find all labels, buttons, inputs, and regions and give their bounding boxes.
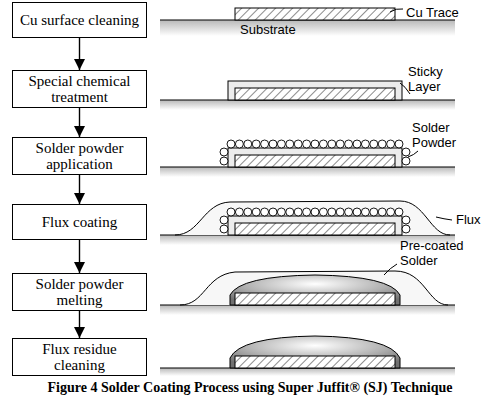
sticky-layer: [228, 81, 402, 100]
cu-trace: [235, 8, 395, 20]
row-melting: [160, 264, 455, 315]
solder-powder-particle: [328, 208, 336, 216]
process-box: Solder powder melting: [12, 273, 147, 311]
pre-coated-solder: [230, 275, 400, 305]
flow-arrow: [79, 311, 80, 338]
solder-powder-particle: [402, 225, 410, 233]
solder-powder-particle: [387, 208, 395, 216]
solder-powder-particle: [345, 140, 353, 148]
flux-coat: [180, 271, 448, 305]
solder-powder-particle: [402, 157, 410, 165]
solder-powder-particle: [286, 208, 294, 216]
solder-powder-particle: [261, 208, 269, 216]
solder-powder-particle: [235, 208, 243, 216]
figure-caption: Figure 4 Solder Coating Process using Su…: [10, 380, 490, 396]
solder-powder-particle: [244, 140, 252, 148]
solder-powder-particle: [370, 140, 378, 148]
sticky-layer: [228, 216, 402, 235]
step-text: Cu surface cleaning: [20, 12, 139, 28]
step-text: Solder powder melting: [17, 276, 142, 308]
process-box: Flux coating: [12, 204, 147, 240]
step-text: Solder powder application: [17, 140, 142, 172]
flow-arrow: [79, 175, 80, 204]
solder-powder-particle: [227, 140, 235, 148]
solder-powder-particle: [220, 157, 228, 165]
solder-powder-particle: [269, 140, 277, 148]
process-box: Solder powder application: [12, 137, 147, 175]
solder-powder-particle: [336, 208, 344, 216]
solder-powder-particle: [345, 208, 353, 216]
solder-powder-particle: [294, 208, 302, 216]
solder-powder-particle: [252, 208, 260, 216]
substrate: [160, 368, 455, 376]
substrate: [160, 305, 455, 315]
part-label: Pre-coated Solder: [400, 238, 470, 268]
solder-powder-particle: [277, 140, 285, 148]
step-text: Special chemical treatment: [17, 73, 142, 105]
solder-powder-particle: [261, 140, 269, 148]
cu-trace: [235, 88, 395, 100]
process-box: Flux residue cleaning: [12, 338, 147, 376]
substrate: [160, 20, 455, 36]
solder-powder-particle: [311, 208, 319, 216]
solder-powder-particle: [269, 208, 277, 216]
part-label: Flux: [456, 212, 492, 227]
flow-arrow: [79, 108, 80, 137]
solder-powder-particle: [361, 140, 369, 148]
solder-powder-particle: [402, 148, 410, 156]
part-label: Solder Powder: [412, 120, 482, 150]
solder-powder-particle: [277, 208, 285, 216]
solder-powder-particle: [328, 140, 336, 148]
solder-powder-particle: [303, 208, 311, 216]
solder-powder-particle: [387, 140, 395, 148]
solder-powder-particle: [378, 140, 386, 148]
cu-trace: [235, 223, 395, 235]
solder-powder-particle: [361, 208, 369, 216]
solder-powder-particle: [220, 216, 228, 224]
step-text: Flux coating: [42, 214, 117, 230]
cu-trace: [235, 155, 395, 167]
leader-line: [384, 264, 397, 275]
row-residue-cleaning: [160, 336, 455, 376]
leader-line: [390, 9, 403, 12]
solder-powder-particle: [319, 208, 327, 216]
cu-trace: [235, 293, 395, 305]
substrate: [160, 167, 455, 177]
process-box: Cu surface cleaning: [12, 2, 147, 38]
cu-trace: [235, 356, 395, 368]
process-box: Special chemical treatment: [12, 70, 147, 108]
solder-powder-particle: [303, 140, 311, 148]
pre-coated-solder: [230, 336, 400, 368]
step-text: Flux residue cleaning: [17, 341, 142, 373]
solder-powder-particle: [294, 140, 302, 148]
solder-powder-particle: [311, 140, 319, 148]
solder-powder-particle: [378, 208, 386, 216]
solder-powder-particle: [252, 140, 260, 148]
substrate: [160, 100, 455, 110]
part-label: Substrate: [240, 22, 320, 37]
flux-coat: [175, 201, 450, 235]
solder-powder-particle: [244, 208, 252, 216]
solder-powder-particle: [353, 140, 361, 148]
solder-powder-particle: [227, 208, 235, 216]
solder-powder-particle: [336, 140, 344, 148]
solder-powder-particle: [319, 140, 327, 148]
solder-powder-particle: [402, 216, 410, 224]
solder-powder-particle: [286, 140, 294, 148]
leader-line: [436, 217, 452, 220]
solder-powder-particle: [235, 140, 243, 148]
solder-powder-particle: [395, 140, 403, 148]
flow-arrow: [79, 240, 80, 273]
part-label: Cu Trace: [406, 5, 486, 20]
part-label: Sticky Layer: [408, 64, 468, 94]
solder-powder-particle: [353, 208, 361, 216]
solder-powder-particle: [395, 208, 403, 216]
solder-powder-particle: [220, 225, 228, 233]
sticky-layer: [228, 148, 402, 167]
solder-powder-particle: [220, 148, 228, 156]
solder-powder-particle: [370, 208, 378, 216]
row-powder: [160, 140, 455, 177]
flow-arrow: [79, 38, 80, 70]
